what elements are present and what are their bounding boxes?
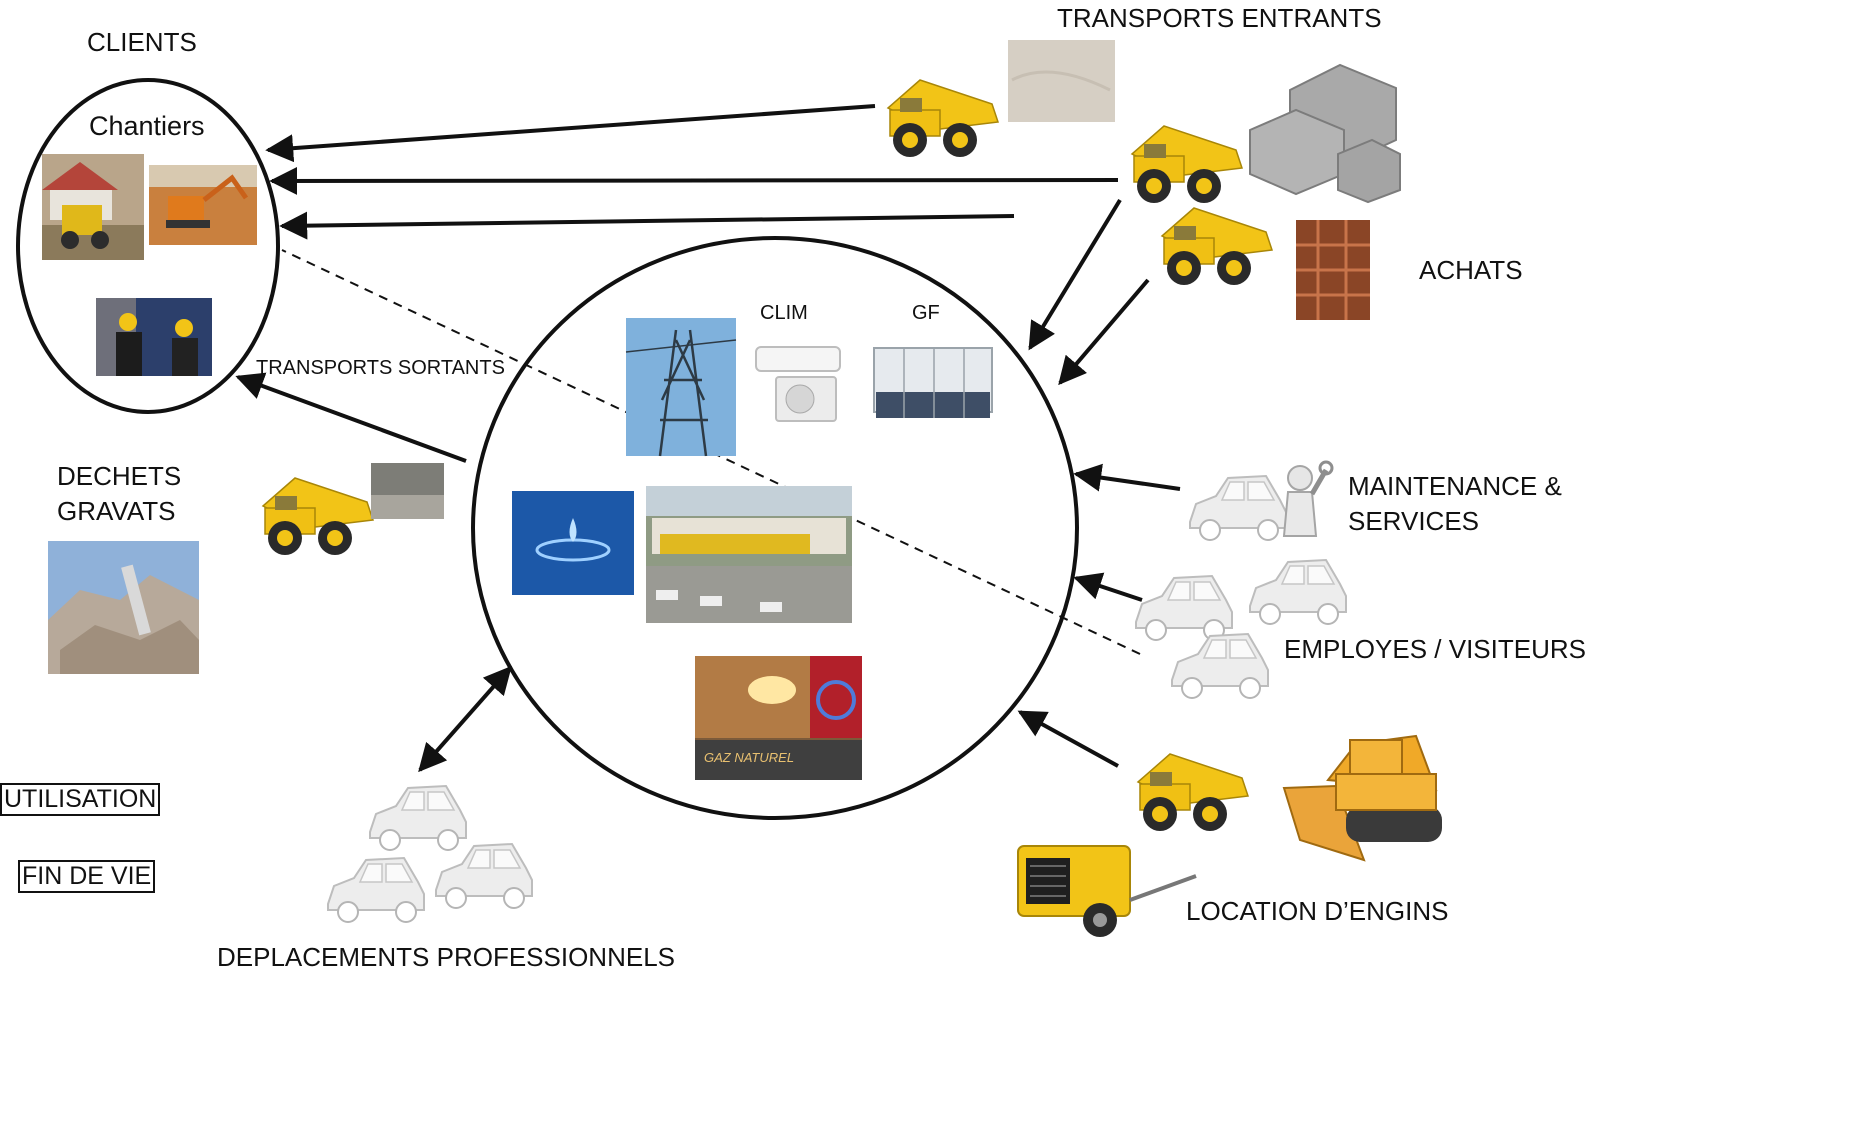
arrow-deplacements (418, 665, 512, 773)
deplacements-label: DEPLACEMENTS PROFESSIONNELS (217, 942, 675, 972)
arrows (235, 104, 1181, 773)
chiller-unit-icon (873, 347, 993, 418)
employes-label: EMPLOYES / VISITEURS (1284, 634, 1586, 664)
arrow-achats-2 (1058, 278, 1150, 386)
maintenance-label-line1: MAINTENANCE & (1348, 471, 1562, 501)
gaz-naturel-caption: GAZ NATUREL (704, 750, 795, 765)
chantier-photo-excavator (149, 165, 257, 245)
achats-label: ACHATS (1419, 255, 1523, 285)
arrow-transports-entrants-2 (269, 166, 1119, 195)
water-drop-icon (512, 491, 634, 595)
dump-truck-icon (1161, 207, 1273, 286)
clients-circle (16, 78, 280, 414)
car-icon (1249, 559, 1347, 625)
transports-entrants-label: TRANSPORTS ENTRANTS (1057, 3, 1382, 33)
dump-truck-icon (262, 477, 374, 556)
chantier-photo-workers (96, 298, 212, 376)
gf-label: GF (912, 302, 940, 324)
car-icon (1135, 575, 1233, 641)
car-icon (327, 857, 425, 923)
car-icon (435, 843, 533, 909)
car-icon (1189, 475, 1287, 541)
transports-sortants-label: TRANSPORTS SORTANTS (256, 357, 505, 379)
fin-de-vie-legend-box: FIN DE VIE (18, 860, 156, 893)
utilisation-legend-box: UTILISATION (0, 783, 161, 816)
arrow-maintenance (1073, 463, 1181, 492)
bulldozer-icon (1282, 734, 1442, 862)
clients-label: CLIENTS (87, 27, 197, 57)
dump-truck-icon (1131, 125, 1243, 204)
concrete-blocks-icon (1249, 63, 1401, 204)
compressor-icon (1017, 845, 1197, 937)
arrow-location (1017, 710, 1119, 768)
natural-gas-icon (695, 656, 862, 780)
arrow-employes (1073, 572, 1143, 602)
arrow-transports-sortants (235, 372, 467, 463)
arrow-transports-entrants-1 (265, 104, 876, 163)
dechets-label: DECHETS (57, 461, 182, 491)
air-conditioner-icon (755, 346, 841, 422)
dump-truck-icon (1137, 753, 1249, 832)
site-circle (471, 236, 1079, 820)
rubble-photo (48, 541, 199, 674)
rebar-icon (1296, 220, 1370, 320)
arrow-achats-1 (1028, 198, 1122, 351)
gravats-label: GRAVATS (57, 496, 176, 526)
location-engins-label: LOCATION D’ENGINS (1186, 896, 1449, 926)
gravel-photo (371, 463, 444, 519)
clim-label: CLIM (760, 302, 808, 324)
chantier-photo-loader (42, 154, 144, 260)
maintenance-label-line2: SERVICES (1348, 506, 1480, 536)
sand-pile-photo (1008, 40, 1115, 122)
wrench-person-icon (1282, 460, 1334, 537)
equipment-yard-photo (646, 486, 852, 623)
electricity-pylon-icon (625, 318, 737, 457)
car-icon (369, 785, 467, 851)
arrow-transports-entrants-3 (279, 211, 1015, 240)
chantiers-label: Chantiers (89, 111, 205, 141)
dashed-link-employes-chantiers (281, 249, 1141, 655)
car-icon (1171, 633, 1269, 699)
dump-truck-icon (887, 79, 999, 158)
